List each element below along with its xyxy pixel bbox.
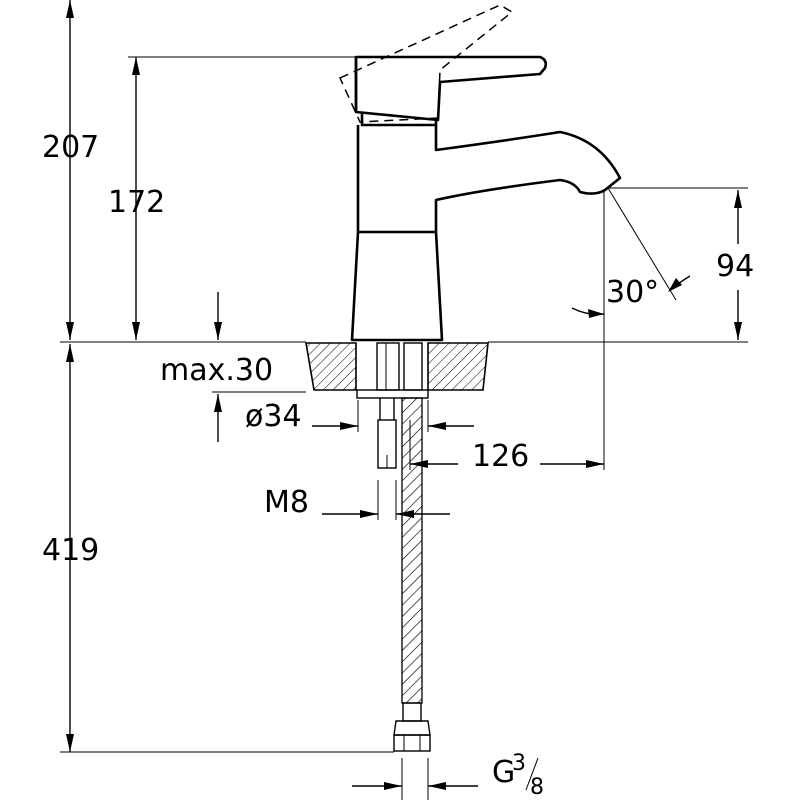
dimension-lines	[66, 0, 742, 790]
label-spout-reach: 126	[472, 439, 529, 474]
faucet-body	[339, 4, 622, 342]
countertop-section	[305, 342, 489, 391]
label-stud-thread: M8	[264, 485, 309, 520]
label-lever-height: 172	[108, 185, 165, 220]
label-connection-num: 3	[512, 751, 526, 776]
label-spout-height: 94	[716, 249, 754, 284]
reference-lines	[60, 56, 748, 800]
label-connection-den: 8	[530, 775, 544, 800]
dimension-labels: 207 172 94 30° max.30 ø34 126 M8 419 G 3…	[42, 130, 754, 800]
label-below-deck-length: 419	[42, 533, 99, 568]
label-mount-hole: ø34	[245, 399, 302, 434]
label-total-height: 207	[42, 130, 99, 165]
underdeck-parts	[356, 342, 431, 752]
fraction-slash	[525, 757, 539, 791]
label-connection-g: G	[492, 755, 515, 790]
label-max-deck-thickness: max.30	[160, 353, 273, 388]
label-spout-angle: 30°	[606, 275, 659, 310]
